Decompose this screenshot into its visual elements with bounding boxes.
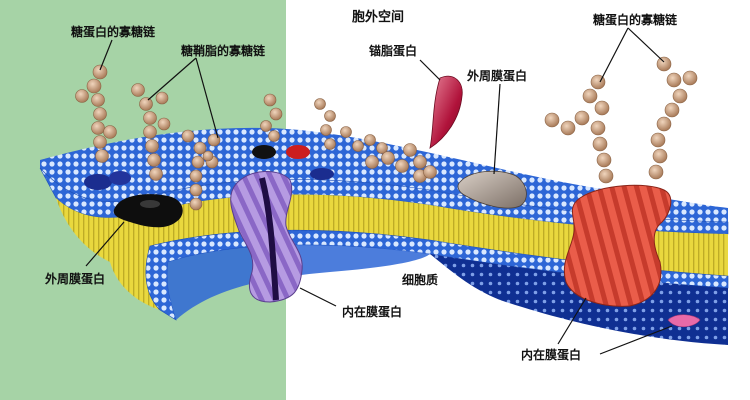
- label-cytoplasm: 细胞质: [402, 272, 438, 287]
- anchored-lipid-protein: [429, 75, 463, 149]
- pointer-lines: [85, 27, 673, 355]
- label-glycolipid-sugar-chain: 糖鞘脂的寡糖链: [181, 43, 266, 58]
- label-integral-protein-right: 内在膜蛋白: [521, 347, 581, 362]
- surface-protein-blue-2: [109, 171, 131, 185]
- inner-leaflet-surface: [430, 254, 728, 345]
- peripheral-protein-highlight: [140, 200, 160, 208]
- sugar-chains: [75, 56, 698, 211]
- surface-protein-black-small: [252, 145, 276, 159]
- label-integral-protein-center: 内在膜蛋白: [342, 304, 402, 319]
- label-extracellular-space: 胞外空间: [351, 9, 404, 25]
- label-anchored-lipid-protein: 锚脂蛋白: [369, 43, 417, 58]
- label-glycoprotein-sugar-chain-right: 糖蛋白的寡糖链: [593, 12, 678, 27]
- peripheral-protein-gray: [457, 170, 527, 209]
- small-protein-pink: [667, 314, 701, 328]
- label-peripheral-protein-top: 外周膜蛋白: [467, 68, 527, 83]
- integral-protein-red: [563, 184, 672, 307]
- label-peripheral-protein-left: 外周膜蛋白: [45, 271, 105, 286]
- label-glycoprotein-sugar-chain-left: 糖蛋白的寡糖链: [71, 24, 156, 39]
- peripheral-protein-black: [113, 194, 183, 228]
- surface-protein-red-small: [286, 145, 310, 159]
- surface-protein-blue-3: [310, 168, 334, 180]
- integral-protein-purple: [230, 170, 303, 303]
- lipid-tails-layer: [56, 194, 728, 310]
- outer-leaflet-surface: [40, 127, 728, 222]
- inner-leaflet-left: [167, 244, 430, 320]
- surface-protein-blue-1: [84, 174, 112, 190]
